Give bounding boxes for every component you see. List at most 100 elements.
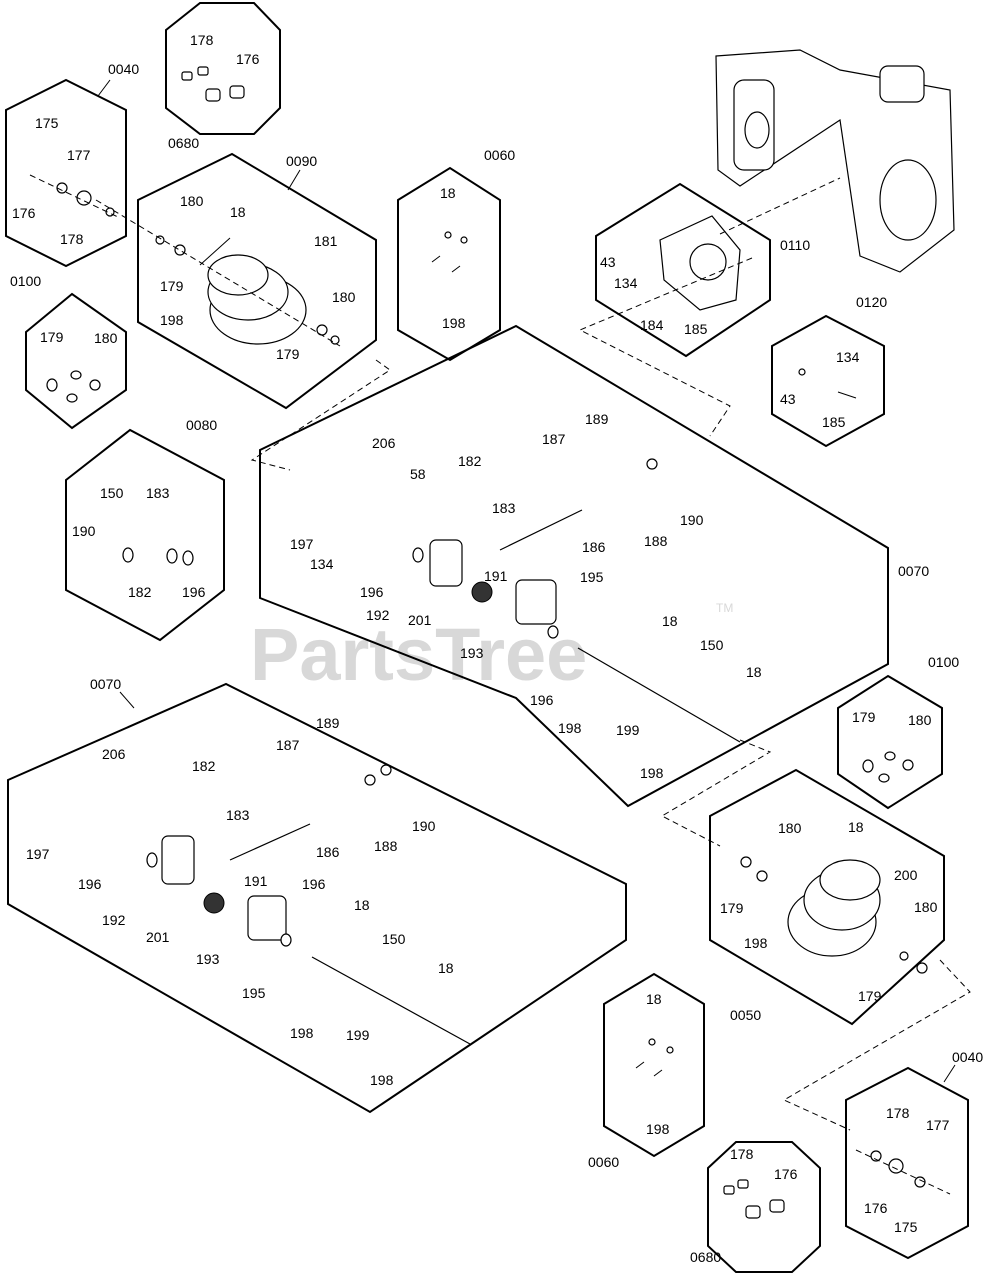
group-0050[interactable]: 0050 180 18 200 179 180 198 179	[709, 768, 945, 1026]
connector-line	[782, 959, 971, 1131]
part-label: 185	[822, 414, 846, 430]
part-label: 179	[160, 278, 184, 294]
group-code: 0050	[730, 1007, 761, 1023]
group-0040-bottom[interactable]: 0040 178 177 176 175	[845, 1049, 983, 1260]
part-label: 198	[558, 720, 582, 736]
part-label: 179	[720, 900, 744, 916]
group-code: 0060	[484, 147, 515, 163]
part-label: 18	[440, 185, 456, 201]
watermark-trademark: TM	[716, 601, 733, 615]
auger-housing	[715, 49, 955, 273]
group-code: 0070	[90, 676, 121, 692]
part-label: 176	[864, 1200, 888, 1216]
part-label: 183	[146, 485, 170, 501]
part-label: 196	[360, 584, 384, 600]
group-0110[interactable]: 0110 43 134 184 185	[595, 182, 810, 358]
part-label: 190	[680, 512, 704, 528]
part-label: 18	[848, 819, 864, 835]
part-label: 182	[192, 758, 216, 774]
group-0070-top[interactable]: 0070 206 58 182 189 187 183 197 186 188 …	[259, 324, 929, 808]
connector-line	[660, 739, 772, 847]
group-code: 0680	[690, 1249, 721, 1265]
part-label: 192	[366, 607, 390, 623]
group-code: 0100	[928, 654, 959, 670]
group-code: 0070	[898, 563, 929, 579]
part-label: 198	[744, 935, 768, 951]
group-code: 0100	[10, 273, 41, 289]
group-0090[interactable]: 0090 180 18 181 179 180 198 179	[137, 152, 377, 410]
part-label: 198	[442, 315, 466, 331]
group-code: 0110	[780, 237, 810, 253]
part-label: 191	[244, 873, 268, 889]
part-label: 179	[276, 346, 300, 362]
part-label: 190	[412, 818, 436, 834]
part-label: 186	[582, 539, 606, 555]
part-label: 193	[460, 645, 484, 661]
part-label: 197	[290, 536, 314, 552]
part-label: 18	[230, 204, 246, 220]
part-label: 175	[35, 115, 59, 131]
group-0100-right[interactable]: 0100 179 180	[837, 654, 959, 810]
part-label: 134	[614, 275, 638, 291]
part-label: 176	[774, 1166, 798, 1182]
part-label: 199	[346, 1027, 370, 1043]
part-label: 196	[182, 584, 206, 600]
part-label: 196	[78, 876, 102, 892]
part-label: 178	[190, 32, 214, 48]
group-0060-bottom[interactable]: 0060 18 198	[588, 972, 705, 1170]
part-label: 182	[458, 453, 482, 469]
group-0070-bottom[interactable]: 0070 189 206 182 187 183 190 188 197 186…	[7, 676, 627, 1114]
part-label: 188	[644, 533, 668, 549]
part-label: 189	[316, 715, 340, 731]
group-0040-top[interactable]: 0040 175 177 176 178	[5, 61, 139, 268]
part-label: 181	[314, 233, 338, 249]
part-label: 177	[926, 1117, 950, 1133]
group-0080[interactable]: 0080 150 183 190 182 196	[65, 417, 225, 642]
part-label: 183	[492, 500, 516, 516]
group-0060-top[interactable]: 0060 18 198	[397, 147, 515, 362]
part-label: 43	[600, 254, 616, 270]
part-label: 180	[914, 899, 938, 915]
part-label: 182	[128, 584, 152, 600]
group-0100-top[interactable]: 0100 179 180	[10, 273, 127, 430]
part-label: 18	[354, 897, 370, 913]
part-label: 183	[226, 807, 250, 823]
part-label: 196	[302, 876, 326, 892]
part-label: 206	[372, 435, 396, 451]
group-code: 0040	[952, 1049, 983, 1065]
part-label: 178	[60, 231, 84, 247]
part-label: 186	[316, 844, 340, 860]
group-0680-top[interactable]: 0680 178 176	[165, 1, 281, 151]
part-label: 179	[852, 709, 876, 725]
group-code: 0080	[186, 417, 217, 433]
group-0680-bottom[interactable]: 0680 178 176	[690, 1141, 821, 1273]
part-label: 177	[67, 147, 91, 163]
watermark-text: PartsTree	[250, 613, 587, 696]
part-label: 193	[196, 951, 220, 967]
part-label: 150	[382, 931, 406, 947]
part-label: 198	[646, 1121, 670, 1137]
part-label: 187	[276, 737, 300, 753]
part-label: 195	[242, 985, 266, 1001]
part-label: 18	[662, 613, 678, 629]
part-label: 188	[374, 838, 398, 854]
group-code: 0120	[856, 294, 887, 310]
part-label: 178	[730, 1146, 754, 1162]
part-label: 184	[640, 317, 664, 333]
part-label: 18	[438, 960, 454, 976]
part-label: 199	[616, 722, 640, 738]
part-label: 201	[146, 929, 170, 945]
connector-line	[578, 257, 753, 437]
part-label: 198	[290, 1025, 314, 1041]
part-label: 200	[894, 867, 918, 883]
part-label: 58	[410, 466, 426, 482]
group-0120[interactable]: 0120 134 43 185	[771, 294, 887, 448]
part-label: 179	[858, 988, 882, 1004]
part-label: 201	[408, 612, 432, 628]
part-label: 179	[40, 329, 64, 345]
group-code: 0040	[108, 61, 139, 77]
part-label: 190	[72, 523, 96, 539]
part-label: 195	[580, 569, 604, 585]
group-code: 0680	[168, 135, 199, 151]
